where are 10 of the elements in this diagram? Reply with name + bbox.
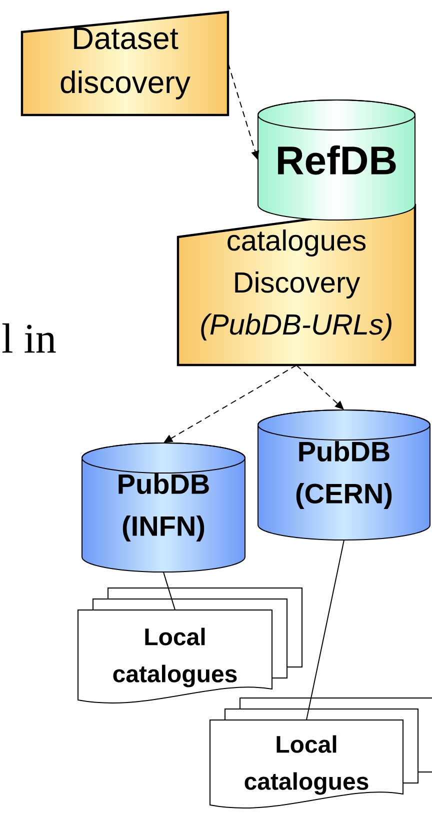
connector-line (306, 540, 344, 720)
database-cylinder: PubDB (CERN) (258, 410, 430, 540)
database-cylinder: PubDB (INFN) (82, 442, 246, 572)
document-stack: Local catalogues (210, 698, 432, 808)
database-cylinder: RefDB (258, 100, 416, 220)
node-label: Local catalogues (244, 735, 368, 795)
document-stack: Local catalogues (78, 588, 302, 704)
connector-line (163, 572, 176, 610)
text-fragment: l in (2, 323, 56, 353)
manual-input-box: Dataset discovery (20, 10, 230, 116)
